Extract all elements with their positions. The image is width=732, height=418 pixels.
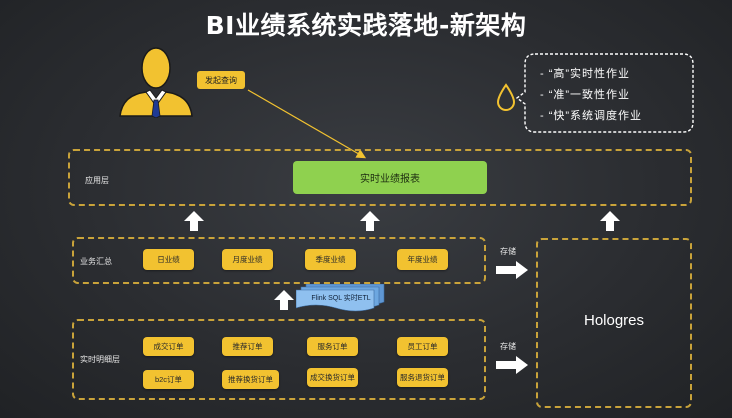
b2c-order-box: b2c订单 <box>143 370 194 389</box>
up-arrow-icon <box>600 211 620 231</box>
hologres-label: Hologres <box>583 312 645 329</box>
query-button[interactable]: 发起查询 <box>197 71 245 89</box>
hologres-box <box>536 238 692 408</box>
detail-layer-label: 实时明细层 <box>80 355 120 364</box>
right-arrow-icon <box>496 356 528 374</box>
flink-etl-doc-icon <box>296 284 385 312</box>
speech-bubble <box>515 53 694 133</box>
app-layer-label: 应用层 <box>85 176 109 185</box>
employee-order-box: 员工订单 <box>397 337 448 356</box>
realtime-report-box: 实时业绩报表 <box>293 161 487 194</box>
monthly-performance-box: 月度业绩 <box>222 249 273 270</box>
app-layer-box <box>68 149 692 206</box>
referral-exchange-order-box: 推荐换货订单 <box>222 370 279 389</box>
service-return-order-box: 服务退货订单 <box>397 368 448 387</box>
daily-performance-box: 日业绩 <box>143 249 194 270</box>
referral-order-box: 推荐订单 <box>222 337 273 356</box>
summary-layer-box <box>72 237 486 284</box>
detail-layer-box <box>72 319 486 400</box>
summary-layer-label: 业务汇总 <box>80 257 112 266</box>
service-order-box: 服务订单 <box>307 337 358 356</box>
flink-etl-label: Flink SQL 实时ETL <box>311 295 371 302</box>
bubble-item-realtime: - “高”实时性作业 <box>540 68 631 80</box>
store-label-summary: 存储 <box>500 247 516 256</box>
deal-order-box: 成交订单 <box>143 337 194 356</box>
bubble-item-consistency: - “准”一致性作业 <box>540 89 631 101</box>
right-arrow-icon <box>496 261 528 279</box>
up-arrow-icon <box>360 211 380 231</box>
yearly-performance-box: 年度业绩 <box>397 249 448 270</box>
user-avatar-icon <box>119 47 193 118</box>
store-label-detail: 存储 <box>500 342 516 351</box>
page-title: BI业绩系统实践落地-新架构 <box>205 11 527 40</box>
water-drop-icon <box>496 83 516 111</box>
up-arrow-icon <box>274 290 294 310</box>
bubble-item-scheduling: - “快”系统调度作业 <box>540 110 643 122</box>
up-arrow-icon <box>184 211 204 231</box>
deal-exchange-order-box: 成交换货订单 <box>307 368 358 387</box>
quarterly-performance-box: 季度业绩 <box>305 249 356 270</box>
